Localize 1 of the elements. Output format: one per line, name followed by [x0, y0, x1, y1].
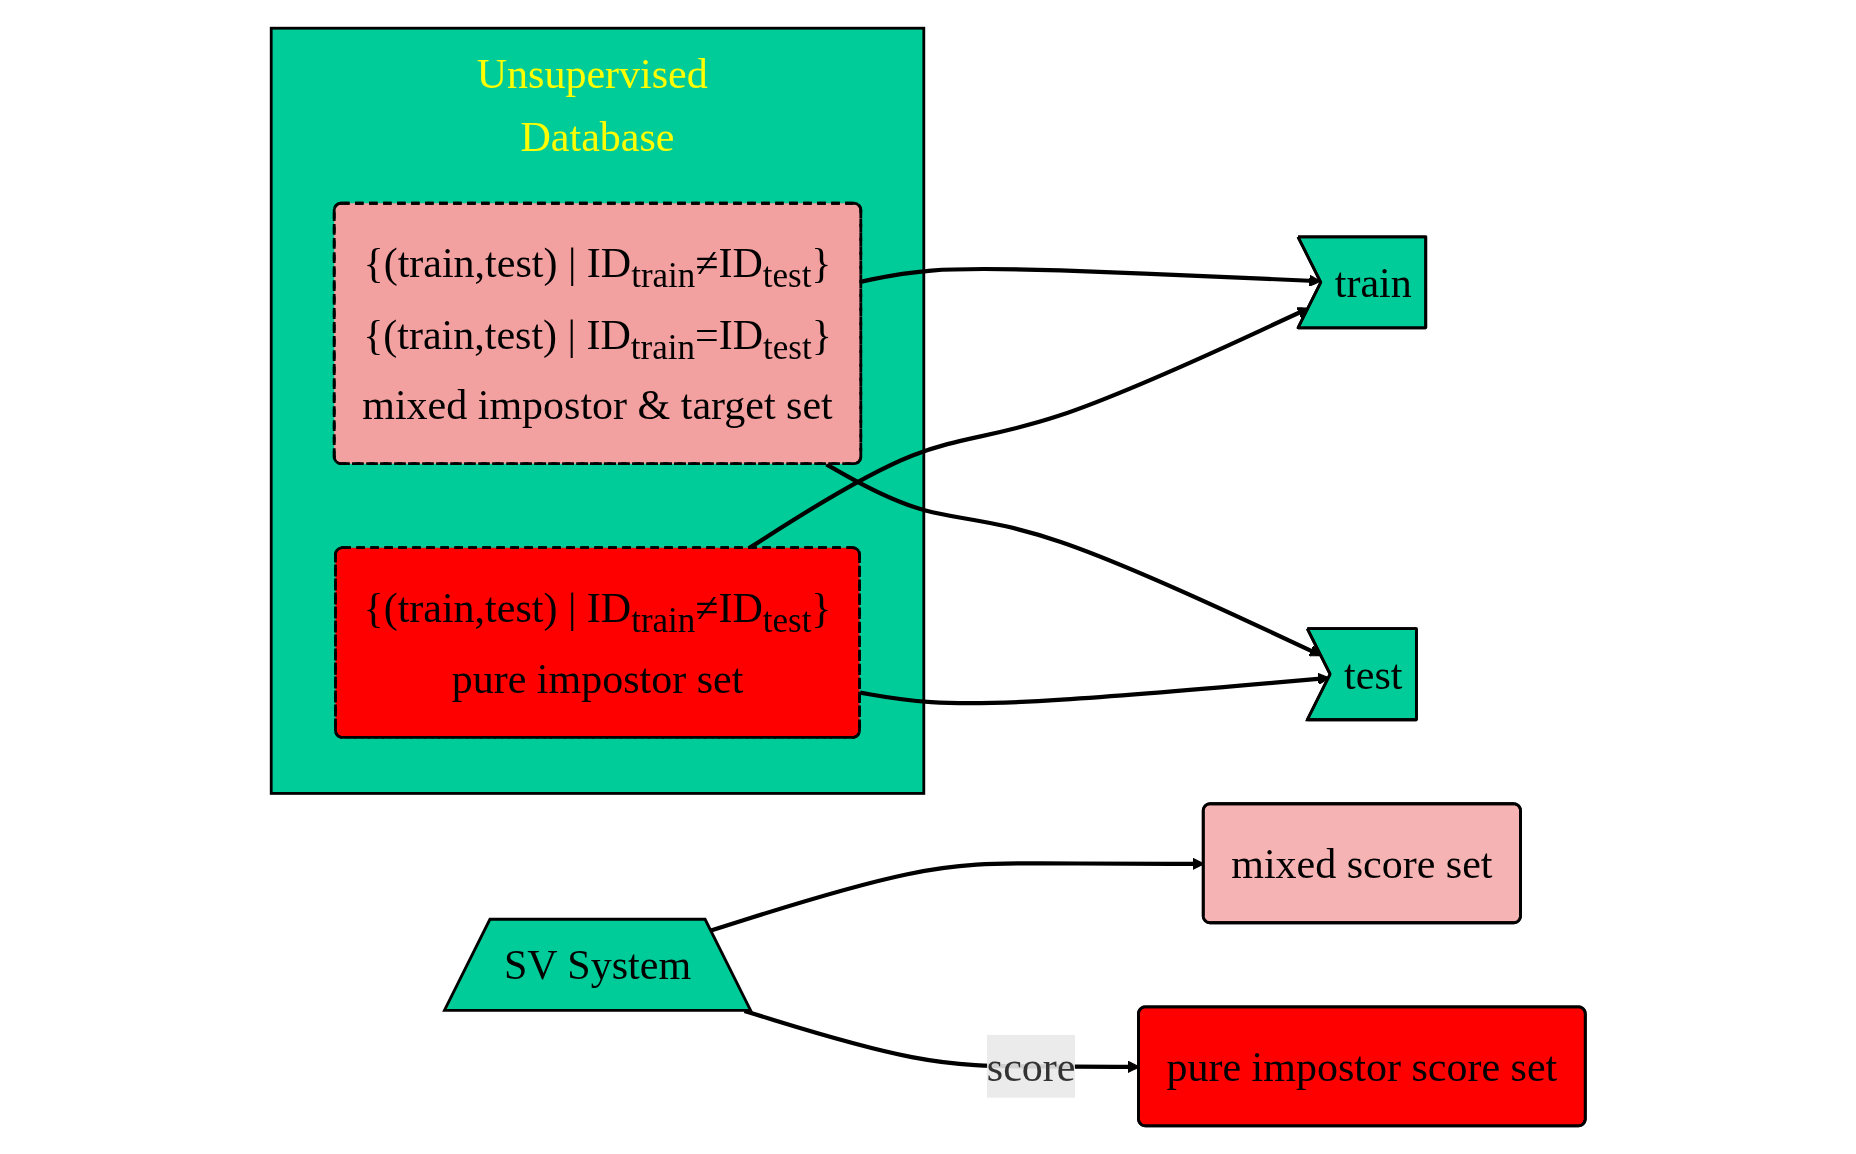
edge-label: score: [986, 1043, 1076, 1090]
